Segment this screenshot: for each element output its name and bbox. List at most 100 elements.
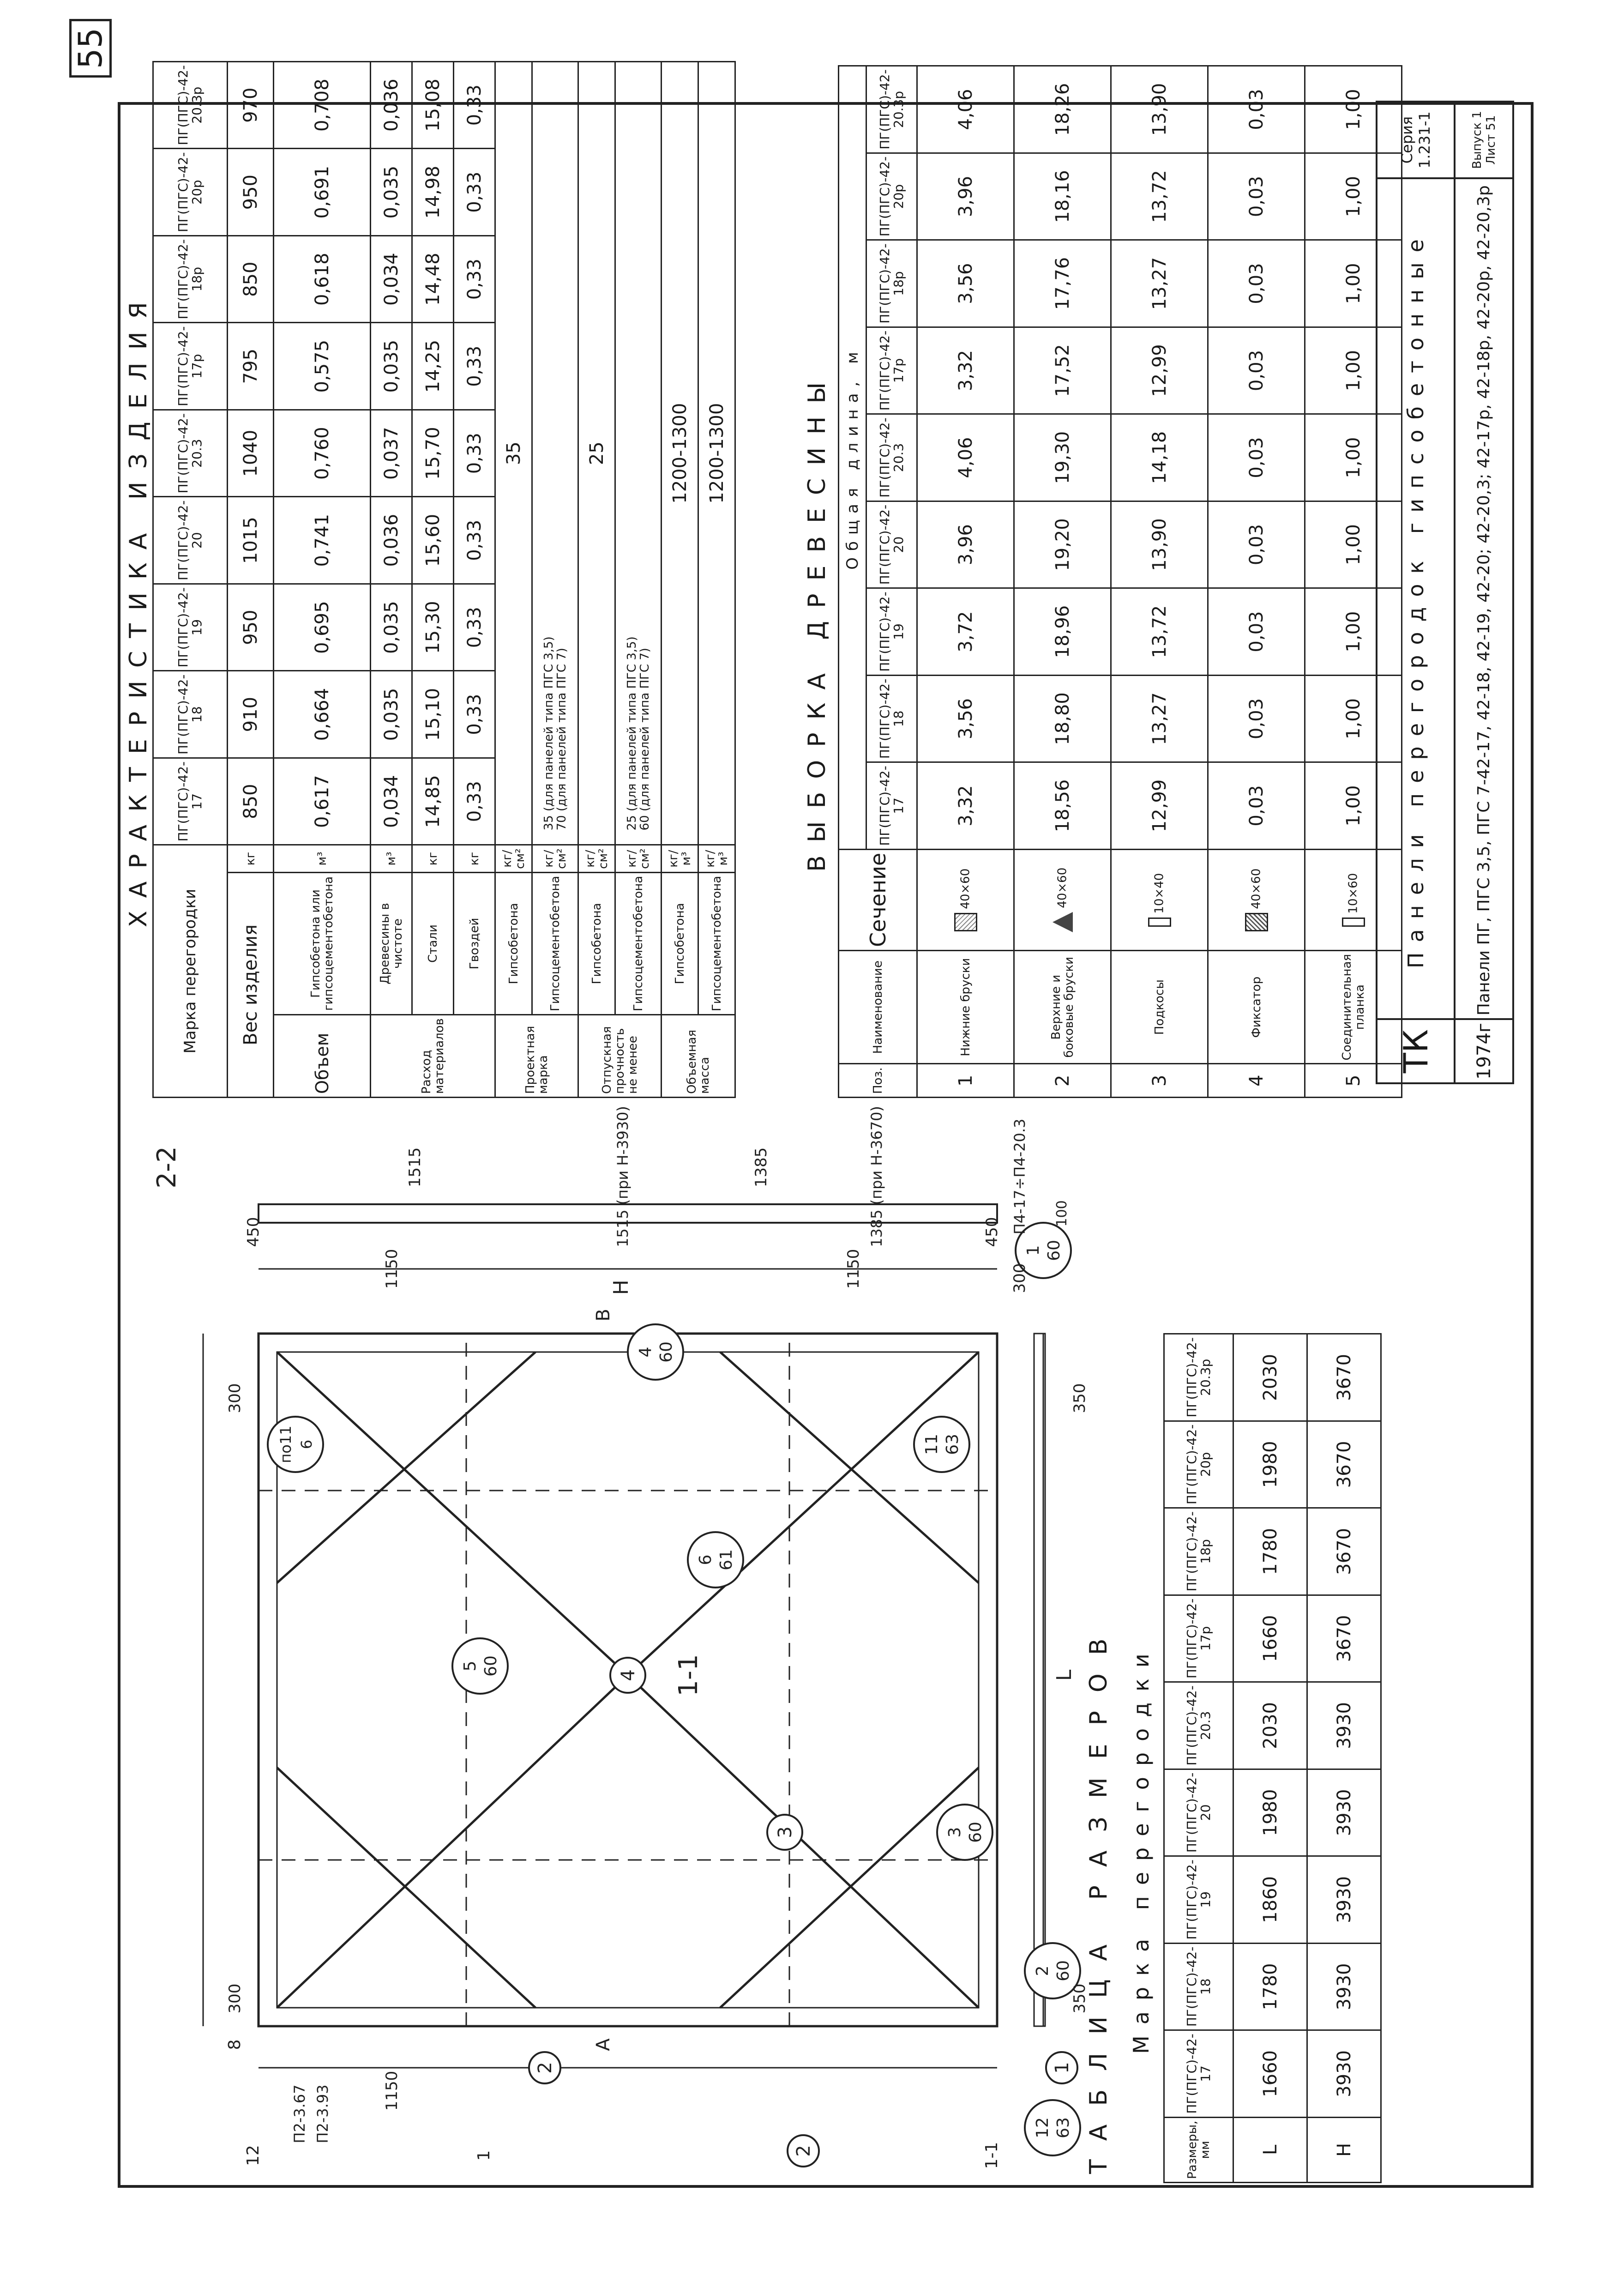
value-cell: 14,85 <box>412 758 454 845</box>
value-cell: 0,034 <box>370 235 412 323</box>
section-size: 10×40 <box>1152 873 1166 914</box>
value-cell: 3670 <box>1307 1334 1381 1421</box>
value-cell: 0,33 <box>453 61 495 149</box>
value-cell: 1200-1300 <box>698 61 735 845</box>
section-size: 10×60 <box>1346 873 1360 914</box>
brace <box>627 1674 980 2009</box>
dim-text: 300 <box>1010 1263 1029 1293</box>
value-cell: 3930 <box>1307 2030 1381 2118</box>
plank-section-icon <box>1341 917 1365 927</box>
value-cell: 1015 <box>227 496 274 584</box>
issue-value: 1 <box>1470 111 1484 119</box>
callout-text: 1 <box>1052 2062 1073 2073</box>
col-header: ПГ(ПГС)-42-20.3 <box>1164 1682 1233 1769</box>
value-cell: 3670 <box>1307 1595 1381 1682</box>
pos-cell: 4 <box>1208 1063 1305 1098</box>
value-cell: 13,27 <box>1111 240 1208 327</box>
dim-text: П2-3.93 <box>314 2084 331 2143</box>
value-cell: 3670 <box>1307 1508 1381 1595</box>
value-cell: 0,617 <box>273 758 371 845</box>
value-cell: 0,03 <box>1208 762 1305 850</box>
mark-bottom: 63 <box>943 1434 962 1455</box>
value-cell: 3670 <box>1307 1421 1381 1508</box>
dim-text: 100 <box>1054 1200 1070 1226</box>
value-cell: 0,33 <box>453 670 495 758</box>
name-cell: Подкосы <box>1111 950 1208 1064</box>
dim-text: 300 <box>226 1984 244 2014</box>
value-cell: 17,76 <box>1014 240 1111 327</box>
dimensions-table: Размеры, мм ПГ(ПГС)-42-17 ПГ(ПГС)-42-18 … <box>1163 1333 1382 2183</box>
unit: кг <box>453 845 495 873</box>
unit: кг/см² <box>615 845 662 873</box>
mark-circle <box>267 1416 324 1473</box>
name-cell: Нижние бруски <box>917 950 1014 1064</box>
mark-top: 5 <box>461 1661 480 1672</box>
section-cell: 10×40 <box>1111 849 1208 951</box>
value-cell: 0,695 <box>273 584 371 671</box>
mark-top: по11 <box>277 1425 295 1463</box>
value-line: 25 (для панелей типа ПГС 3,5) <box>625 636 639 831</box>
value-cell: 1980 <box>1233 1769 1307 1856</box>
value-cell: 2030 <box>1233 1334 1307 1421</box>
callout-circle <box>787 2134 820 2167</box>
value-cell: 950 <box>227 584 274 671</box>
callout-markers <box>267 1222 1081 2167</box>
weight-label: Вес изделия <box>227 872 274 1098</box>
value-cell: 15,60 <box>412 496 454 584</box>
col-header: ПГ(ПГС)-42-20.3р <box>1164 1334 1233 1421</box>
col-header: ПГ(ПГС)-42-20 <box>866 501 917 588</box>
view-label: 1-1 <box>674 1654 704 1696</box>
value-cell: 0,03 <box>1208 501 1305 588</box>
value-cell: 850 <box>227 758 274 845</box>
section-size: 40×60 <box>1055 867 1069 908</box>
value-cell: 3,56 <box>917 675 1014 762</box>
mark-circle <box>451 1637 509 1695</box>
sheet-subtitle: Панели ПГ, ПГС 3,5, ПГС 7-42-17, 42-18, … <box>1455 178 1513 1020</box>
dim-text: Н <box>609 1280 633 1295</box>
section-cell: 40×60 <box>1208 849 1305 951</box>
section-label: 2-2 <box>152 1146 182 1188</box>
mark-top: 3 <box>945 1827 964 1838</box>
value-cell: 0,034 <box>370 758 412 845</box>
brace <box>276 1351 629 1676</box>
dim-text: 1150 <box>844 1249 863 1289</box>
value-cell: 3,32 <box>917 762 1014 850</box>
col-header: ПГ(ПГС)-42-18 <box>1164 1943 1233 2030</box>
length-header: Общая длина, м <box>838 66 866 850</box>
dim-text: 1515 <box>406 1147 424 1188</box>
row-name: Гипсоцементобетона <box>698 872 735 1015</box>
value-cell: 3,96 <box>917 501 1014 588</box>
value-cell: 25 (для панелей типа ПГС 3,5) 60 (для па… <box>615 61 662 845</box>
value-cell: 0,03 <box>1208 414 1305 501</box>
col-header: ПГ(ПГС)-42-20р <box>153 148 228 236</box>
value-cell: 3,32 <box>917 327 1014 414</box>
value-cell: 12,99 <box>1111 762 1208 850</box>
dimensions-title: ТАБЛИЦА РАЗМЕРОВ <box>1085 1620 1113 2174</box>
col-header: ПГ(ПГС)-42-19 <box>1164 1856 1233 1944</box>
unit: кг/см² <box>578 845 615 873</box>
value-cell: 19,30 <box>1014 414 1111 501</box>
col-header: ПГ(ПГС)-42-20.3р <box>153 61 228 149</box>
col-header: ПГ(ПГС)-42-18р <box>1164 1508 1233 1595</box>
row-name: Гипсоцементобетона <box>532 872 578 1015</box>
page-number: 55 <box>69 18 112 78</box>
section-cell: 40×60 <box>1014 849 1111 951</box>
dim-text: 300 <box>226 1383 244 1413</box>
value-cell: 13,72 <box>1111 588 1208 676</box>
callout-text: 2 <box>535 2062 556 2073</box>
section-size: 40×60 <box>1249 868 1263 909</box>
year: 1974г <box>1455 1019 1513 1083</box>
brace <box>719 1351 980 1584</box>
mark-top: 12 <box>1033 2117 1052 2138</box>
col-header: ПГ(ПГС)-42-20р <box>866 153 917 240</box>
mark-circle <box>913 1416 970 1473</box>
sheet-label: Лист <box>1484 134 1498 165</box>
value-cell: 13,27 <box>1111 675 1208 762</box>
value-cell: 4,06 <box>917 414 1014 501</box>
value-line: 70 (для панелей типа ПГС 7) <box>554 648 569 831</box>
col-header: ПГ(ПГС)-42-18р <box>153 235 228 323</box>
value-cell: 4,06 <box>917 66 1014 153</box>
name-cell: Верхние и боковые бруски <box>1014 950 1111 1064</box>
mark-bottom: 60 <box>1054 1960 1073 1981</box>
